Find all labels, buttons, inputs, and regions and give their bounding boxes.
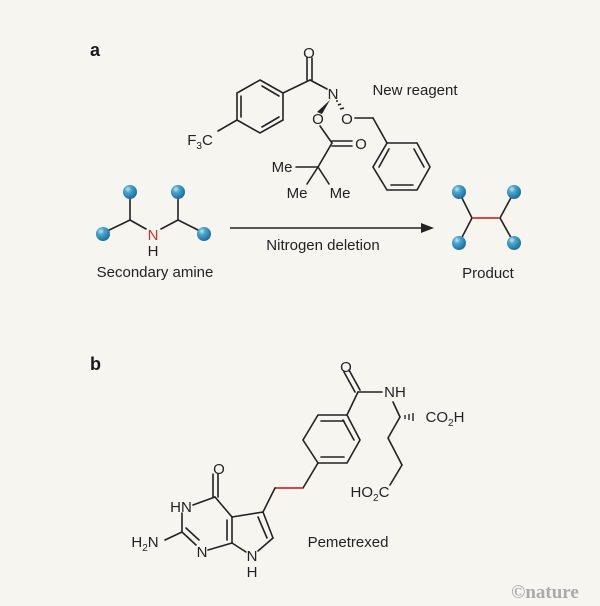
substituent-ball [197,227,211,241]
atom-hn: HN [170,499,192,516]
panel-label-a: a [90,40,101,60]
arrow-label: Nitrogen deletion [266,237,379,254]
substituent-ball [507,236,521,250]
atom-ho2c: HO2C [351,484,390,504]
reaction-arrow [230,223,434,233]
substituent-ball [123,185,137,199]
atom-cf3: F3C [187,132,213,152]
panel-label-b: b [90,354,101,374]
atom-n: N [148,227,159,244]
product-label: Product [462,265,515,282]
atom-nh: NH [384,384,406,401]
atom-me: Me [287,185,308,202]
amine-label: Secondary amine [97,264,214,281]
atom-h2n: H2N [131,534,158,554]
atom-me: Me [330,185,351,202]
substituent-ball [452,236,466,250]
substituent-ball [171,185,185,199]
substituent-ball [507,185,521,199]
atom-o: O [340,359,352,376]
substituent-ball [452,185,466,199]
pemetrexed-structure: O NH CO2H HO2C O HN H2N N N H [131,359,464,581]
product-structure [452,185,521,250]
pemetrexed-label: Pemetrexed [308,534,389,551]
atom-o: O [303,45,315,62]
reagent-structure: O N O O O F3C Me Me Me [187,45,431,202]
substituent-ball [96,227,110,241]
atom-h: H [247,564,258,581]
nature-credit: ©nature [511,582,579,603]
atom-co2h: CO2H [426,409,465,429]
atom-o: O [341,111,353,128]
atom-o: O [312,111,324,128]
atom-h: H [148,243,159,260]
atom-n: N [197,544,208,561]
atom-me: Me [272,159,293,176]
atom-o: O [355,136,367,153]
atom-n: N [328,86,339,103]
secondary-amine-structure: N H [96,185,211,260]
reagent-label: New reagent [372,82,458,99]
atom-n: N [247,548,258,565]
atom-o: O [213,461,225,478]
